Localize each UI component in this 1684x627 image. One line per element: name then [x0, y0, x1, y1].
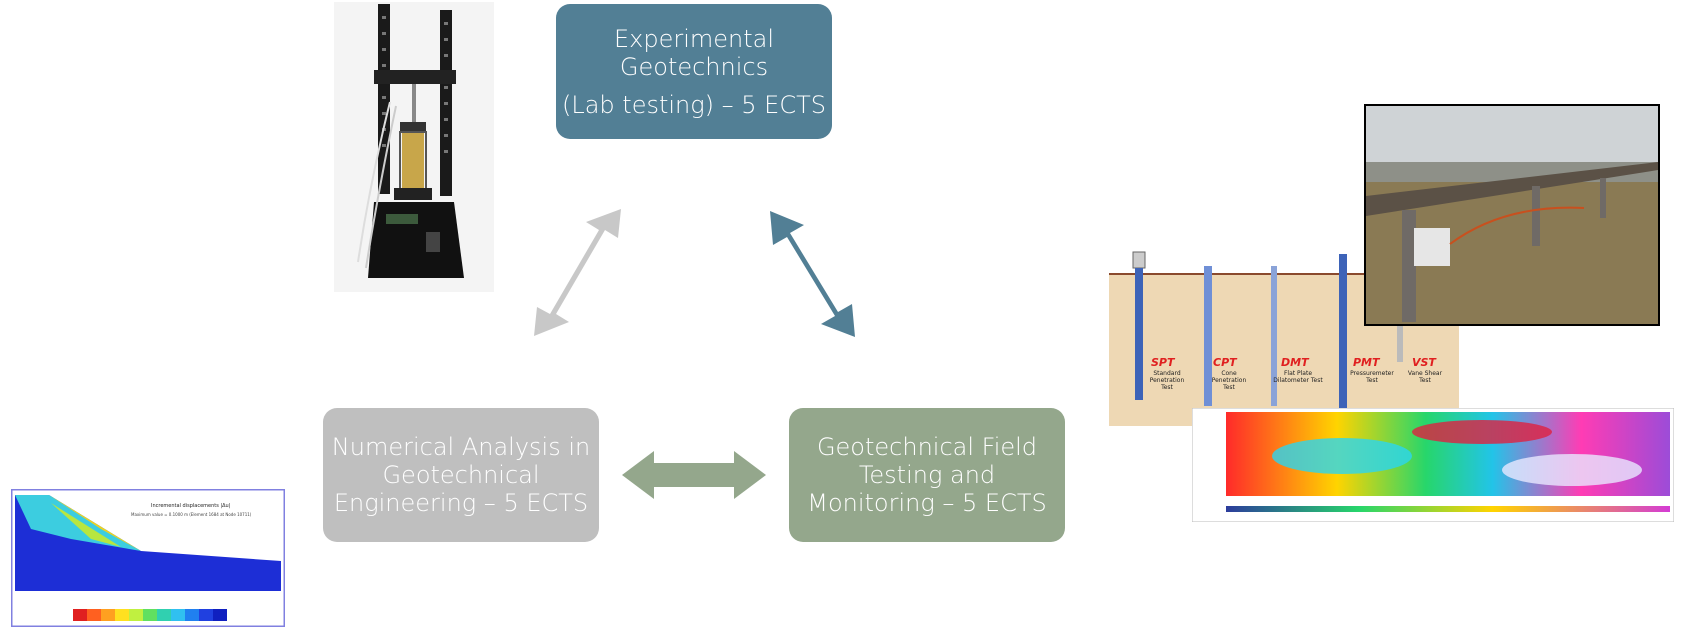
field-monitoring-photo	[1364, 104, 1660, 326]
numerical-box-line2: Geotechnical	[382, 461, 540, 489]
fem-title: Incremental displacements |Δu|	[151, 503, 231, 509]
experimental-geotechnics-box: Experimental Geotechnics (Lab testing) –…	[556, 4, 832, 139]
dmt-label: DMT	[1281, 356, 1309, 369]
experimental-box-line3: (Lab testing) – 5 ECTS	[561, 90, 826, 119]
fem-subtitle: Maximum value = 0.1000 m (Element 1684 a…	[131, 512, 252, 517]
spt-name: Standard Penetration Test	[1149, 370, 1185, 391]
cpt-name: Cone Penetration Test	[1211, 370, 1247, 391]
numerical-box-line3: Engineering – 5 ECTS	[333, 489, 589, 517]
field-box-line2: Testing and	[858, 461, 996, 489]
insitu-tests-diagram: SPT Standard Penetration Test CPT Cone P…	[1109, 248, 1459, 426]
spt-label: SPT	[1151, 356, 1175, 369]
experimental-box-line2: Geotechnics	[619, 52, 769, 81]
experimental-box-line1: Experimental	[613, 24, 775, 53]
resistivity-tomography-image	[1192, 408, 1674, 522]
field-box-line1: Geotechnical Field	[816, 433, 1038, 461]
field-testing-box: Geotechnical Field Testing and Monitorin…	[789, 408, 1065, 542]
fem-displacement-image: Incremental displacements |Δu| Maximum v…	[11, 489, 285, 627]
numerical-box-line1: Numerical Analysis in	[331, 433, 591, 461]
double-arrow-green	[622, 451, 766, 499]
fem-color-legend	[73, 609, 227, 621]
vst-name: Vane Shear Test	[1407, 370, 1443, 384]
cpt-label: CPT	[1213, 356, 1237, 369]
double-arrow-grey	[534, 209, 621, 336]
double-arrow-blue	[770, 211, 855, 337]
triaxial-machine-image	[334, 2, 494, 292]
vst-label: VST	[1412, 356, 1436, 369]
field-box-line3: Monitoring – 5 ECTS	[807, 489, 1047, 517]
pmt-label: PMT	[1353, 356, 1380, 369]
numerical-analysis-box: Numerical Analysis in Geotechnical Engin…	[323, 408, 599, 542]
dmt-name: Flat Plate Dilatometer Test	[1273, 370, 1323, 384]
pmt-name: Pressuremeter Test	[1350, 370, 1394, 384]
